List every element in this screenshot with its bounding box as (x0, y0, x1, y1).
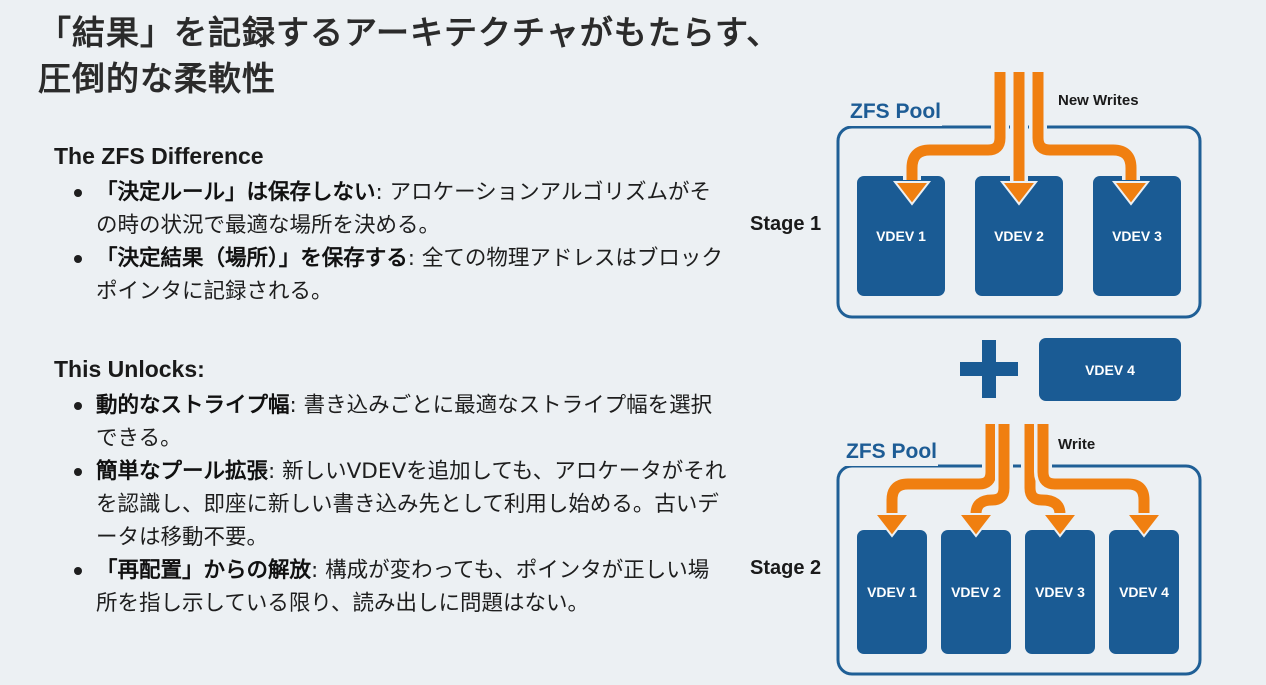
vdev-label: VDEV 4 (1119, 584, 1169, 600)
stage1-write-arrows (892, 72, 1151, 206)
stage2-pool-label-bg (842, 436, 938, 466)
vdev-label: VDEV 1 (876, 228, 926, 244)
vdev-box (941, 530, 1011, 654)
list-item-bold: 「再配置」からの解放 (96, 558, 312, 583)
list-item-bold: 動的なストライプ幅 (96, 393, 290, 418)
list-item-text: : 構成が変わっても、ポインタが正しい場所を指し示している限り、読み出しに問題は… (96, 558, 710, 616)
zfs-difference-heading: The ZFS Difference (54, 143, 264, 169)
write-arrow-shaft (906, 72, 1006, 180)
list-item-text: : 全ての物理アドレスはブロックポインタに記録される。 (96, 246, 723, 304)
write-arrow-head (1124, 513, 1164, 538)
vdev-box (857, 176, 945, 296)
list-item-bold: 簡単なプール拡張 (96, 459, 269, 484)
stage1-writes-label: New Writes (1058, 92, 1139, 109)
list-item: 「決定ルール」は保存しない: アロケーションアルゴリズムがその時の状況で最適な場… (70, 176, 730, 242)
vdev-label: VDEV 3 (1035, 584, 1085, 600)
list-item-bold: 「決定ルール」は保存しない (96, 180, 376, 205)
vdev-box (857, 530, 927, 654)
write-arrow-shaft (1037, 424, 1150, 514)
list-item: 簡単なプール拡張: 新しいVDEVを追加しても、アロケータがそれを認識し、即座に… (70, 455, 730, 554)
stage2-writes-label: Write (1058, 436, 1095, 453)
vdev-box (975, 176, 1063, 296)
stage1-vdevs: VDEV 1 VDEV 2 VDEV 3 (857, 176, 1181, 296)
plus-icon (960, 340, 1018, 398)
write-arrow-shaft (886, 424, 997, 514)
unlocks-heading: This Unlocks: (54, 356, 205, 382)
page-title-line-1: 「結果」を記録するアーキテクチャがもたらす、 (38, 13, 781, 52)
list-item: 「再配置」からの解放: 構成が変わっても、ポインタが正しい場所を指し示している限… (70, 554, 730, 620)
added-vdev-box (1039, 338, 1181, 401)
write-arrow-head (1111, 181, 1151, 206)
stage2-label: Stage 2 (750, 557, 821, 579)
vdev-box (1025, 530, 1095, 654)
vdev-label: VDEV 3 (1112, 228, 1162, 244)
stage2-pool-label: ZFS Pool (846, 440, 937, 463)
list-item-text: : アロケーションアルゴリズムがその時の状況で最適な場所を決める。 (96, 180, 712, 238)
write-arrow-head (999, 181, 1039, 206)
vdev-box (1109, 530, 1179, 654)
vdev-label: VDEV 1 (867, 584, 917, 600)
write-arrow-shaft (1024, 424, 1066, 515)
page-title-line-2: 圧倒的な柔軟性 (38, 59, 276, 98)
write-arrow-head (956, 513, 996, 538)
list-item: 「決定結果（場所）」を保存する: 全ての物理アドレスはブロックポインタに記録され… (70, 242, 730, 308)
list-item-bold: 「決定結果（場所）」を保存する (96, 246, 408, 271)
stage2-write-arrows (872, 424, 1164, 538)
unlocks-list: 動的なストライプ幅: 書き込みごとに最適なストライプ幅を選択できる。 簡単なプー… (70, 389, 730, 620)
write-arrow-shaft (970, 424, 1010, 515)
stage1-pool-label-bg (846, 96, 942, 126)
list-item: 動的なストライプ幅: 書き込みごとに最適なストライプ幅を選択できる。 (70, 389, 730, 455)
write-arrow-head (892, 181, 932, 206)
list-item-text: : 新しいVDEVを追加しても、アロケータがそれを認識し、即座に新しい書き込み先… (96, 459, 727, 550)
stage1-pool-label: ZFS Pool (850, 100, 941, 123)
page-title: 「結果」を記録するアーキテクチャがもたらす、 圧倒的な柔軟性 (38, 10, 798, 102)
zfs-difference-list: 「決定ルール」は保存しない: アロケーションアルゴリズムがその時の状況で最適な場… (70, 176, 730, 308)
list-item-text: : 書き込みごとに最適なストライプ幅を選択できる。 (96, 393, 713, 451)
vdev-box (1093, 176, 1181, 296)
write-arrow-head (872, 513, 912, 538)
write-arrow-shaft (1032, 72, 1137, 180)
stage2-vdevs: VDEV 1 VDEV 2 VDEV 3 VDEV 4 (857, 530, 1179, 654)
vdev-label: VDEV 2 (951, 584, 1001, 600)
stage1-label: Stage 1 (750, 213, 821, 235)
stage2-pool-border (836, 464, 1202, 676)
write-arrow-head (1040, 513, 1080, 538)
vdev-label: VDEV 2 (994, 228, 1044, 244)
added-vdev-label: VDEV 4 (1085, 362, 1135, 378)
